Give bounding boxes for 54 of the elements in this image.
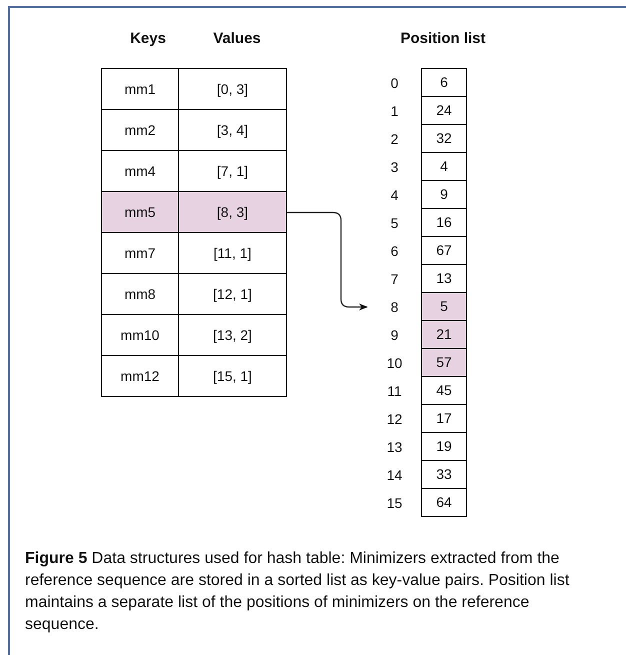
position-cell: 67 bbox=[421, 236, 467, 265]
table-row bbox=[101, 191, 287, 233]
column-header: Position list bbox=[399, 29, 486, 49]
index-label: 6 bbox=[390, 242, 400, 260]
table-row bbox=[101, 68, 287, 110]
index-label: 13 bbox=[386, 438, 404, 456]
index-label: 12 bbox=[386, 410, 404, 428]
value-cell-text: [11, 1] bbox=[212, 244, 252, 263]
value-cell-text: [7, 1] bbox=[216, 162, 250, 181]
table-row bbox=[101, 232, 287, 274]
position-cell: 16 bbox=[421, 208, 467, 237]
position-cell: 9 bbox=[421, 180, 467, 209]
table-row bbox=[101, 273, 287, 315]
position-cell: 6 bbox=[421, 68, 467, 97]
position-cell: 33 bbox=[421, 460, 467, 489]
position-cell: 5 bbox=[421, 292, 467, 321]
position-cell: 32 bbox=[421, 124, 467, 153]
table-row bbox=[101, 150, 287, 192]
table-row bbox=[101, 355, 287, 397]
index-label: 2 bbox=[390, 130, 400, 148]
column-header: Values bbox=[212, 29, 262, 49]
index-label: 5 bbox=[390, 214, 400, 232]
index-label: 11 bbox=[386, 382, 403, 400]
value-cell-text: [0, 3] bbox=[216, 80, 250, 99]
value-cell-text: [13, 2] bbox=[212, 326, 253, 345]
index-label: 14 bbox=[386, 466, 404, 484]
index-label: 8 bbox=[390, 298, 400, 316]
key-cell: mm12 bbox=[102, 356, 179, 396]
position-cell: 4 bbox=[421, 152, 467, 181]
figure-caption: Figure 5 Data structures used for hash table: Minimizers extracted from the reference sequence are stored in a sorted list as key-value pairs. Position list maintains a separate list of the positions of minimizers on the reference sequence. bbox=[25, 549, 570, 635]
value-cell-text: [12, 1] bbox=[212, 284, 253, 304]
index-label: 0 bbox=[390, 74, 400, 92]
position-cell: 17 bbox=[421, 404, 467, 433]
column-header: Keys bbox=[129, 29, 167, 49]
index-label: 1 bbox=[390, 102, 400, 120]
value-cell-text: [15, 1] bbox=[212, 366, 253, 386]
position-cell: 57 bbox=[421, 348, 467, 377]
table-row bbox=[101, 314, 287, 356]
position-cell: 13 bbox=[421, 264, 467, 293]
arrow bbox=[287, 212, 368, 311]
position-cell: 19 bbox=[421, 432, 467, 461]
index-label: 9 bbox=[390, 326, 400, 344]
index-label: 10 bbox=[386, 354, 404, 372]
value-cell-text: [8, 3] bbox=[216, 202, 250, 222]
position-cell: 64 bbox=[421, 488, 467, 517]
position-cell: 24 bbox=[421, 96, 467, 125]
index-label: 3 bbox=[390, 158, 400, 176]
position-cell: 21 bbox=[421, 320, 467, 349]
table-row bbox=[101, 109, 287, 151]
position-cell: 45 bbox=[421, 376, 467, 405]
index-label: 4 bbox=[390, 186, 400, 204]
index-label: 15 bbox=[386, 494, 404, 512]
index-label: 7 bbox=[390, 270, 400, 288]
value-cell-text: [3, 4] bbox=[216, 120, 250, 140]
